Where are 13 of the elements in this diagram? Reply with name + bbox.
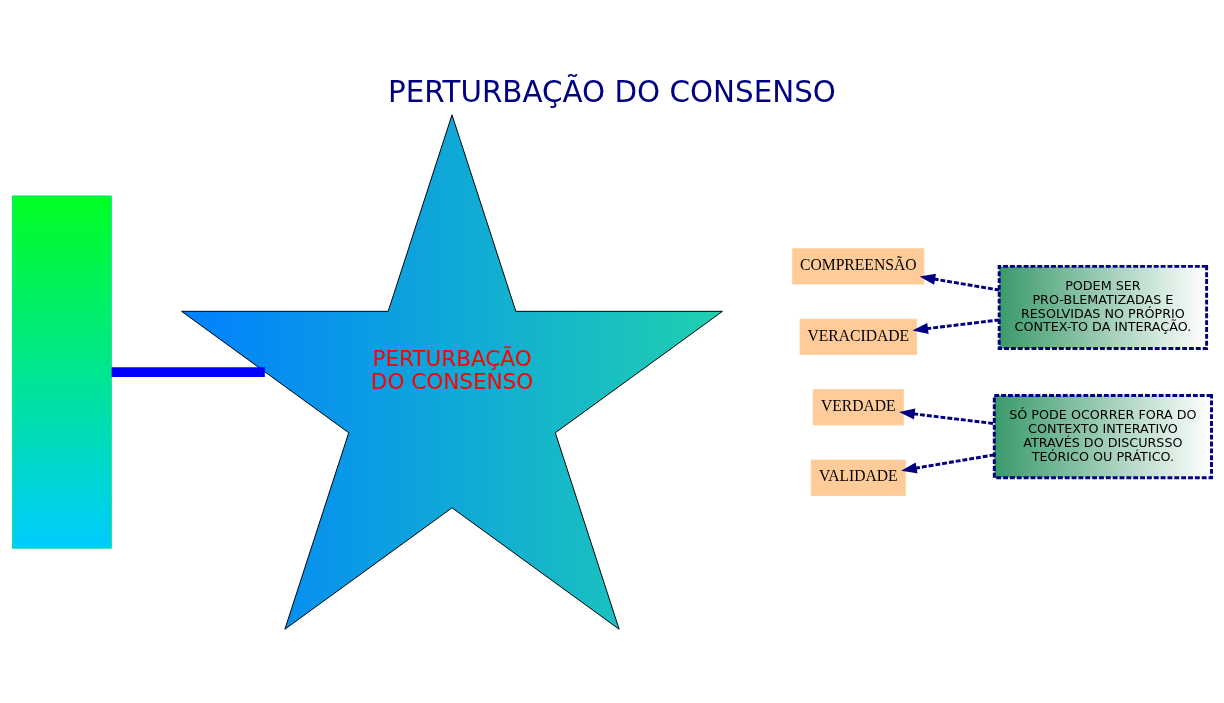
node-bar xyxy=(12,194,112,549)
arrow xyxy=(919,273,1000,291)
node-box: SÓ PODE OCORRER FORA DO CONTEXTO INTERATIVO ATRAVÉS DO DISCURSSO TEÓRICO OU PRÁTICO. xyxy=(992,393,1213,479)
node-box: PODEM SER PRO-BLEMATIZADAS E RESOLVIDAS NO PRÓPRIO CONTEX-TO DA INTERAÇÃO. xyxy=(997,264,1209,350)
arrow xyxy=(912,318,999,334)
arrow xyxy=(901,452,995,473)
connector xyxy=(111,366,265,377)
diagram-title: PERTURBAÇÃO DO CONSENSO xyxy=(388,74,836,109)
node-box: VERDADE xyxy=(812,388,904,425)
node-box: COMPREENSÃO xyxy=(792,247,925,284)
arrow xyxy=(899,408,995,425)
node-box: VALIDADE xyxy=(810,459,906,496)
node-box: VERACIDADE xyxy=(799,318,917,355)
